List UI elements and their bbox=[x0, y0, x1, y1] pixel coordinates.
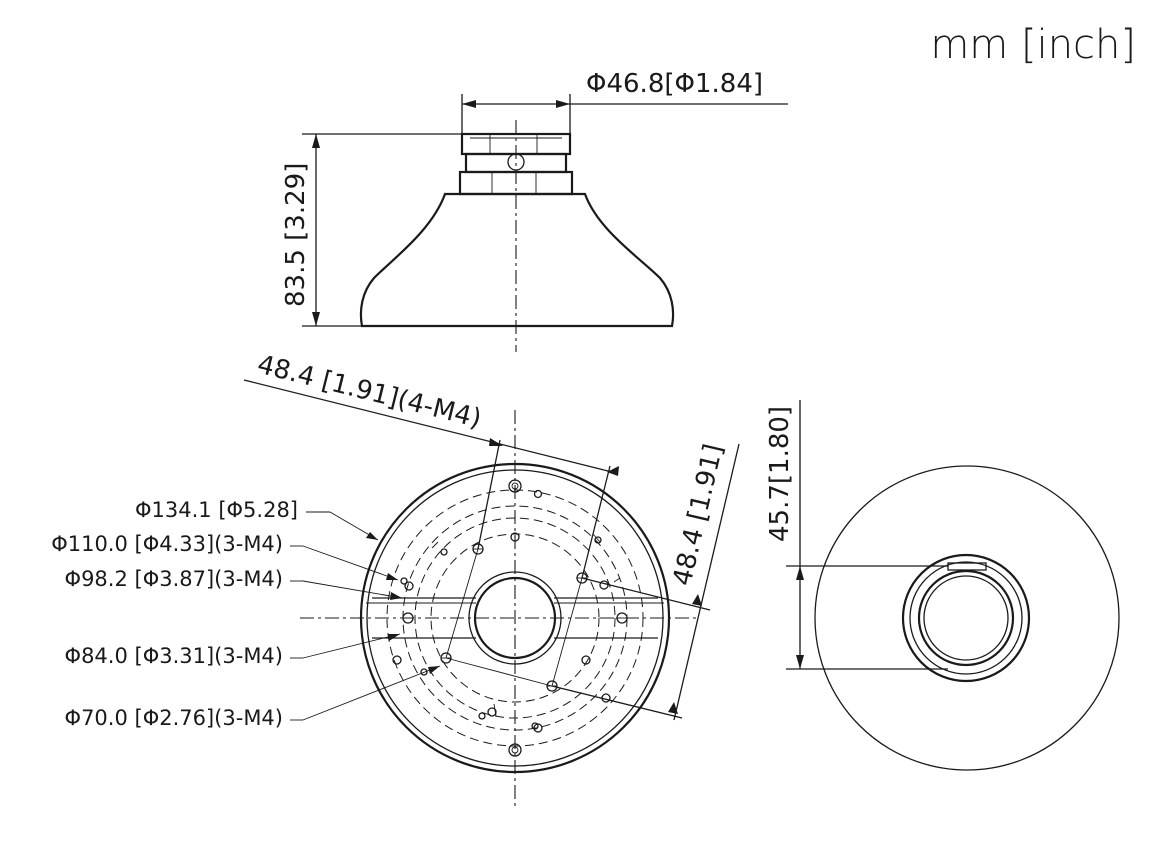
front-offset-label: 45.7[1.80] bbox=[765, 406, 795, 542]
front-cable-hole bbox=[917, 569, 1015, 667]
right-dimension-line bbox=[673, 443, 740, 721]
label-dia-70: Φ70.0 [Φ2.76](3-M4) bbox=[65, 706, 283, 730]
top-diameter-label: Φ46.8[Φ1.84] bbox=[586, 69, 763, 99]
units-label: mm [inch] bbox=[930, 22, 1136, 68]
label-dia-110: Φ110.0 [Φ4.33](3-M4) bbox=[51, 532, 283, 556]
bolt-circle-70 bbox=[430, 533, 600, 703]
front-mount-ring bbox=[901, 553, 1031, 683]
bell-body bbox=[359, 192, 675, 328]
front-outer-circle bbox=[814, 465, 1120, 771]
bottom-view: 48.4 [1.91](4-M4) 48.4 [1.91] Φ134.1 [Φ5… bbox=[51, 350, 740, 810]
diagonal-dimension-line bbox=[243, 379, 613, 473]
label-dia-98: Φ98.2 [Φ3.87](3-M4) bbox=[65, 567, 283, 591]
diagonal-dimension-label: 48.4 [1.91](4-M4) bbox=[254, 350, 484, 435]
right-dimension-label: 48.4 [1.91] bbox=[668, 441, 730, 588]
front-view: 45.7[1.80] bbox=[765, 400, 1120, 771]
height-label: 83.5 [3.29] bbox=[281, 163, 311, 307]
label-dia-84: Φ84.0 [Φ3.31](3-M4) bbox=[65, 644, 283, 668]
side-view: Φ46.8[Φ1.84] 83.5 [3.29] bbox=[281, 69, 788, 352]
label-dia-134: Φ134.1 [Φ5.28] bbox=[135, 498, 298, 522]
